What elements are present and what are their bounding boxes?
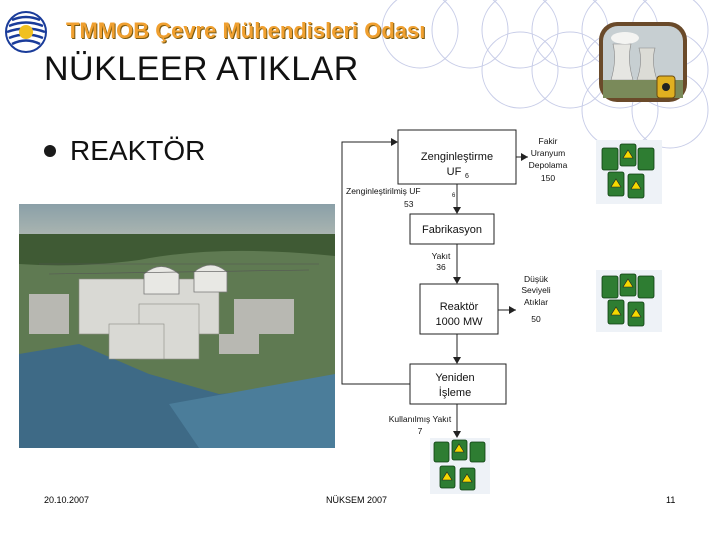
reprocessing-label-2: İşleme — [439, 386, 471, 399]
enriched-label: Zenginleştirilmiş UF — [346, 186, 421, 196]
page-number: 11 — [666, 495, 675, 505]
enrichment-uf-label: UF — [447, 166, 462, 178]
enrichment-label: Zenginleştirme — [421, 151, 493, 163]
fuel-label: Yakıt — [432, 251, 451, 261]
reactor-label: Reaktör — [440, 301, 479, 313]
low-level-value: 50 — [531, 314, 541, 324]
footer-date: 20.10.2007 — [44, 495, 89, 505]
depleted-label-1: Fakir — [539, 136, 558, 146]
enriched-sub: 6 — [452, 193, 456, 199]
low-level-label-3: Atıklar — [524, 297, 548, 307]
waste-barrels-icon — [430, 438, 490, 494]
low-level-label-1: Düşük — [524, 274, 549, 284]
waste-barrels-icon — [596, 270, 662, 332]
low-level-label-2: Seviyeli — [521, 285, 550, 295]
waste-barrels-icon — [596, 140, 662, 204]
reprocessing-label-1: Yeniden — [435, 372, 474, 384]
spent-fuel-label: Kullanılmış Yakıt — [389, 414, 452, 424]
footer-event: NÜKSEM 2007 — [326, 495, 387, 505]
enriched-value: 53 — [404, 199, 414, 209]
depleted-label-2: Uranyum — [531, 148, 565, 158]
fuel-value: 36 — [436, 262, 446, 272]
fabrication-label: Fabrikasyon — [422, 224, 482, 236]
depleted-value: 150 — [541, 173, 555, 183]
reactor-power: 1000 MW — [435, 316, 483, 328]
depleted-label-3: Depolama — [529, 160, 568, 170]
enrichment-uf-sub: 6 — [465, 173, 469, 180]
spent-fuel-value: 7 — [418, 426, 423, 436]
